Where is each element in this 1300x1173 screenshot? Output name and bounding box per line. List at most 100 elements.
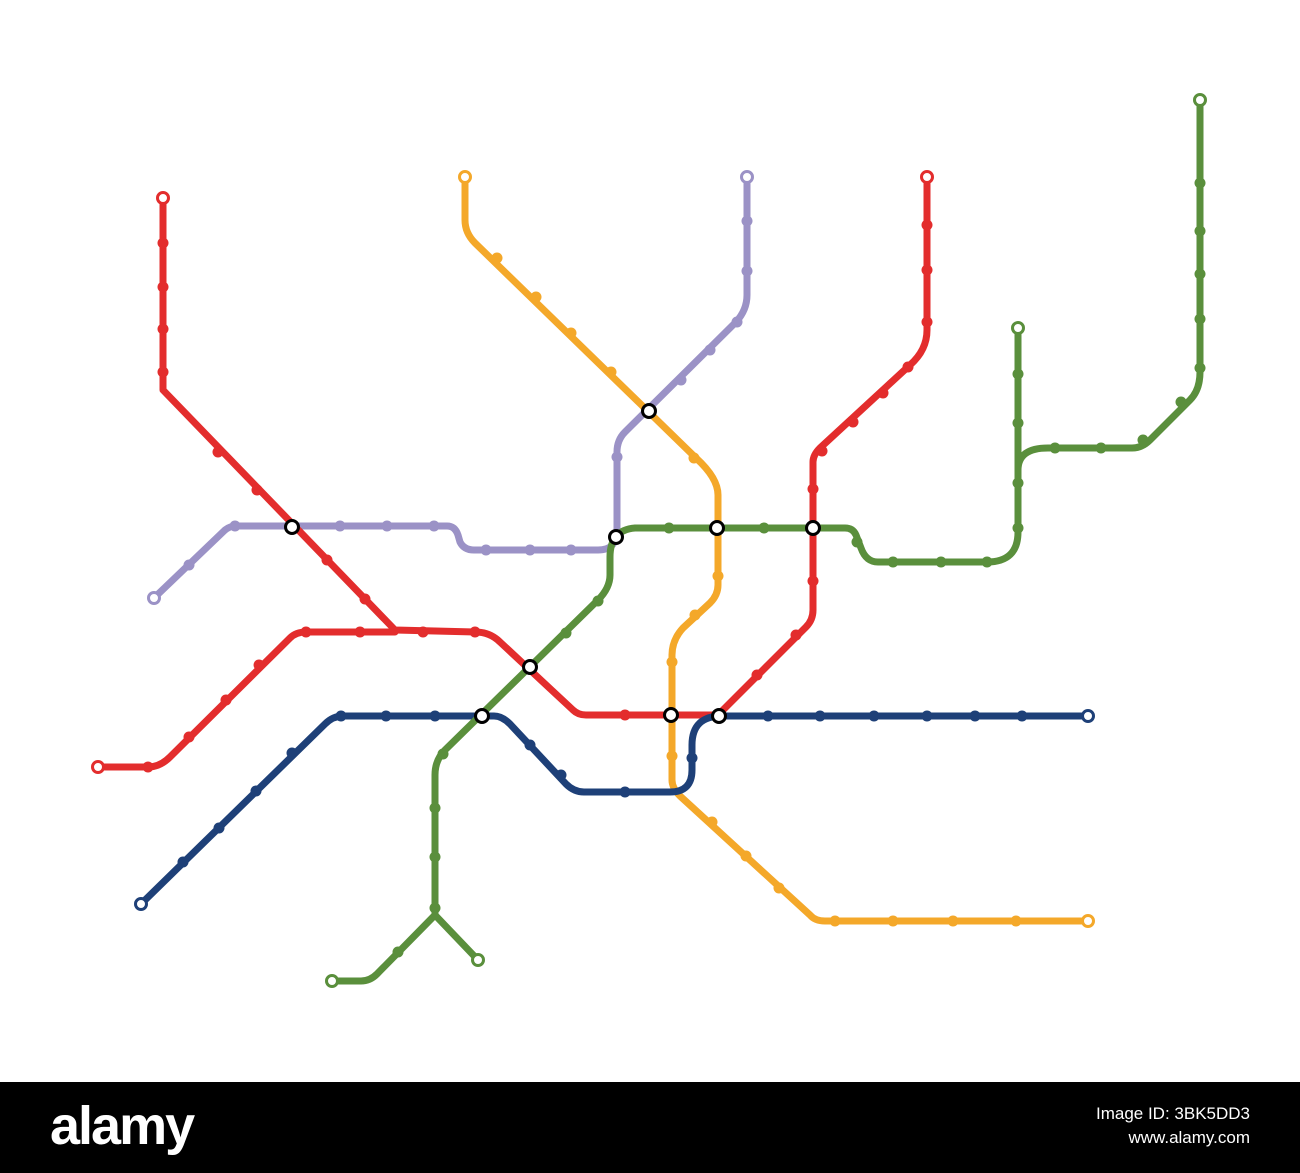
blue-line-station-6 xyxy=(380,710,392,722)
purple-line-station-12 xyxy=(731,316,743,328)
green-line-station-13 xyxy=(1012,522,1024,534)
purple-line-station-9 xyxy=(611,451,623,463)
red-line-station-25 xyxy=(902,361,914,373)
interchange-station-3 xyxy=(608,529,624,545)
blue-line-segment-1 xyxy=(137,712,1092,908)
interchange-station-9 xyxy=(711,708,727,724)
green-line-station-21 xyxy=(1194,362,1206,374)
red-line-station-17 xyxy=(619,709,631,721)
red-line-station-13 xyxy=(142,761,154,773)
interchange-station-1 xyxy=(284,519,300,535)
purple-line-station-7 xyxy=(524,544,536,556)
yellow-line-station-13 xyxy=(829,915,841,927)
blue-line-station-16 xyxy=(969,710,981,722)
yellow-line-station-16 xyxy=(1010,915,1022,927)
purple-line-station-2 xyxy=(229,520,241,532)
green-line-station-9 xyxy=(851,536,863,548)
red-line-segment-2 xyxy=(94,628,399,771)
red-line-station-21 xyxy=(807,483,819,495)
blue-line-station-8 xyxy=(524,739,536,751)
green-line-station-19 xyxy=(1137,434,1149,446)
red-line-station-6 xyxy=(251,484,263,496)
green-line-station-2 xyxy=(429,851,441,863)
red-line-station-12 xyxy=(469,626,481,638)
purple-line-station-4 xyxy=(381,520,393,532)
red-line-station-27 xyxy=(921,264,933,276)
interchange-station-8 xyxy=(663,707,679,723)
red-line-terminus-1 xyxy=(156,191,170,205)
green-line-station-15 xyxy=(1012,417,1024,429)
green-line-segment-2 xyxy=(431,911,482,964)
red-line-station-10 xyxy=(354,626,366,638)
blue-line-station-13 xyxy=(814,710,826,722)
green-line-station-25 xyxy=(1194,177,1206,189)
green-line-station-11 xyxy=(935,556,947,568)
purple-line-station-13 xyxy=(741,265,753,277)
red-line-station-20 xyxy=(807,575,819,587)
green-line-station-8 xyxy=(758,522,770,534)
red-line-station-9 xyxy=(300,626,312,638)
purple-line-station-11 xyxy=(704,344,716,356)
purple-line-station-6 xyxy=(480,544,492,556)
red-line-station-28 xyxy=(921,219,933,231)
yellow-line-terminus-1 xyxy=(458,170,472,184)
blue-line-station-5 xyxy=(335,710,347,722)
site-url: www.alamy.com xyxy=(1128,1128,1250,1147)
green-line-terminus-2 xyxy=(471,953,485,967)
green-line-terminus-4 xyxy=(1193,93,1207,107)
footer-banner: alamy Image ID: 3BK5DD3 www.alamy.com xyxy=(0,1082,1300,1173)
yellow-line-station-5 xyxy=(688,452,700,464)
green-line-station-7 xyxy=(663,522,675,534)
green-line-station-17 xyxy=(1049,442,1061,454)
purple-line-station-3 xyxy=(334,520,346,532)
blue-line-station-10 xyxy=(619,786,631,798)
blue-line-station-17 xyxy=(1016,710,1028,722)
image-credit: Image ID: 3BK5DD3 www.alamy.com xyxy=(1096,1102,1250,1150)
blue-line-station-7 xyxy=(429,710,441,722)
purple-line-station-14 xyxy=(741,215,753,227)
green-line-segment-3 xyxy=(1014,96,1204,474)
red-line-terminus-2 xyxy=(91,760,105,774)
green-line-station-23 xyxy=(1194,268,1206,280)
blue-line-station-1 xyxy=(177,856,189,868)
red-line-station-18 xyxy=(751,669,763,681)
green-line-terminus-1 xyxy=(325,974,339,988)
purple-line-station-10 xyxy=(675,374,687,386)
red-line-station-26 xyxy=(921,316,933,328)
green-line-station-10 xyxy=(887,556,899,568)
blue-line-station-14 xyxy=(868,710,880,722)
purple-line-station-5 xyxy=(428,520,440,532)
red-line-station-2 xyxy=(157,281,169,293)
blue-line-terminus-1 xyxy=(134,897,148,911)
green-line-terminus-3 xyxy=(1011,321,1025,335)
green-line-station-5 xyxy=(560,627,572,639)
blue-line-terminus-2 xyxy=(1081,709,1095,723)
interchange-station-7 xyxy=(474,708,490,724)
purple-line-station-8 xyxy=(565,544,577,556)
blue-line-station-2 xyxy=(213,822,225,834)
red-line-station-4 xyxy=(157,366,169,378)
green-line-station-16 xyxy=(1012,368,1024,380)
green-line-station-3 xyxy=(429,802,441,814)
green-line-station-12 xyxy=(981,556,993,568)
yellow-line-station-14 xyxy=(887,915,899,927)
green-line-station-6 xyxy=(592,595,604,607)
purple-line-terminus-1 xyxy=(147,591,161,605)
yellow-line-station-15 xyxy=(947,915,959,927)
red-line-station-23 xyxy=(847,416,859,428)
red-line-station-1 xyxy=(157,237,169,249)
yellow-line-station-6 xyxy=(712,570,724,582)
yellow-line-station-3 xyxy=(565,327,577,339)
yellow-line-terminus-2 xyxy=(1081,914,1095,928)
green-line-station-24 xyxy=(1194,225,1206,237)
green-line-station-20 xyxy=(1175,396,1187,408)
blue-line-station-3 xyxy=(250,785,262,797)
yellow-line-station-8 xyxy=(666,656,678,668)
green-line-station-26 xyxy=(392,946,404,958)
purple-line-station-1 xyxy=(183,559,195,571)
green-line-station-22 xyxy=(1194,313,1206,325)
metro-map xyxy=(91,93,1207,988)
purple-line-segment-1 xyxy=(150,173,751,602)
red-line-station-8 xyxy=(359,593,371,605)
red-line-station-14 xyxy=(183,731,195,743)
